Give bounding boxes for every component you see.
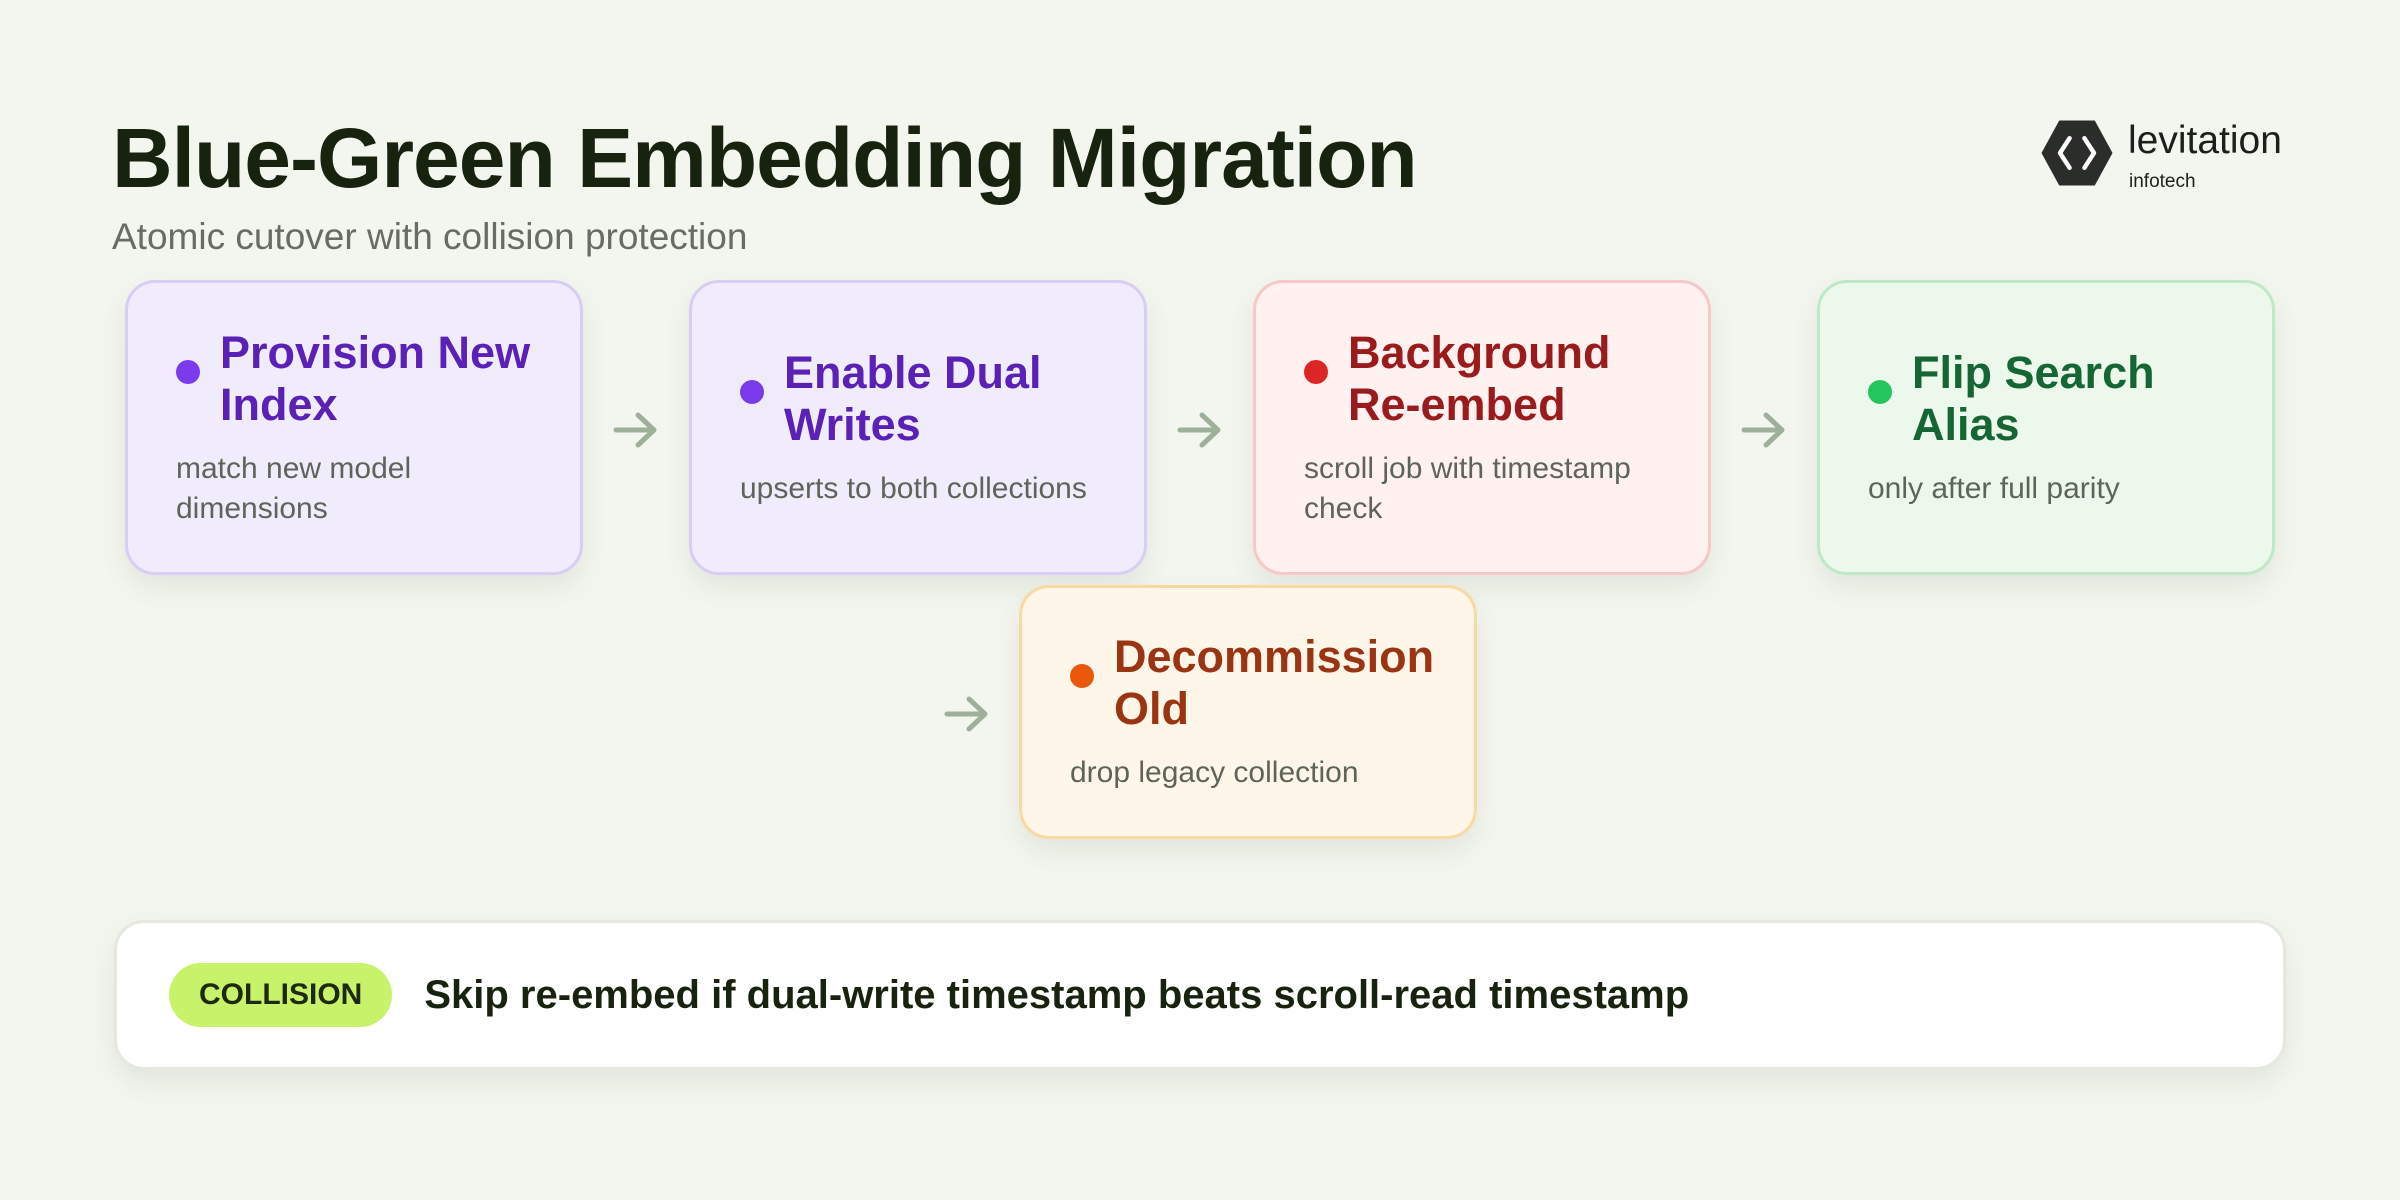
brand-logo: levitation infotech xyxy=(2040,116,2300,196)
step-dot xyxy=(1868,379,1892,404)
step-description: scroll job with timestamp check xyxy=(1304,451,1631,525)
step-provision-new-index: Provision New Index match new model dime… xyxy=(125,280,583,575)
step-background-re-embed: Background Re-embed scroll job with time… xyxy=(1253,280,1711,575)
step-dot xyxy=(1304,359,1328,384)
step-decommission-old: Decommission Old drop legacy collection xyxy=(1019,585,1477,839)
step-dot xyxy=(1070,664,1094,688)
collision-note-text: Skip re-embed if dual-write timestamp be… xyxy=(424,973,1690,1017)
collision-note: COLLISION Skip re-embed if dual-write ti… xyxy=(114,920,2286,1070)
step-dot xyxy=(176,359,200,384)
step-title: Background Re-embed xyxy=(1348,326,1611,430)
step-description: drop legacy collection xyxy=(1070,756,1359,789)
arrow-right-icon xyxy=(613,412,657,448)
step-description: only after full parity xyxy=(1868,471,2120,505)
logo-subname: infotech xyxy=(2129,171,2196,192)
step-dot xyxy=(740,379,764,404)
step-title: Flip Search Alias xyxy=(1912,346,2155,450)
hexagon-code-logo-icon xyxy=(2041,120,2113,186)
step-title: Provision New Index xyxy=(220,326,531,430)
step-title: Decommission Old xyxy=(1114,631,1435,734)
arrow-right-icon xyxy=(1741,412,1785,448)
step-description: match new model dimensions xyxy=(176,451,412,525)
step-flip-search-alias: Flip Search Alias only after full parity xyxy=(1817,280,2275,575)
step-enable-dual-writes: Enable Dual Writes upserts to both colle… xyxy=(689,280,1147,575)
page-subtitle: Atomic cutover with collision protection xyxy=(112,216,748,257)
collision-badge: COLLISION xyxy=(169,963,393,1027)
arrow-right-icon xyxy=(1177,412,1221,448)
step-description: upserts to both collections xyxy=(740,471,1087,505)
logo-name: levitation xyxy=(2128,119,2282,162)
page-title: Blue-Green Embedding Migration xyxy=(112,111,1418,205)
step-title: Enable Dual Writes xyxy=(784,346,1042,450)
arrow-right-icon xyxy=(944,696,988,732)
